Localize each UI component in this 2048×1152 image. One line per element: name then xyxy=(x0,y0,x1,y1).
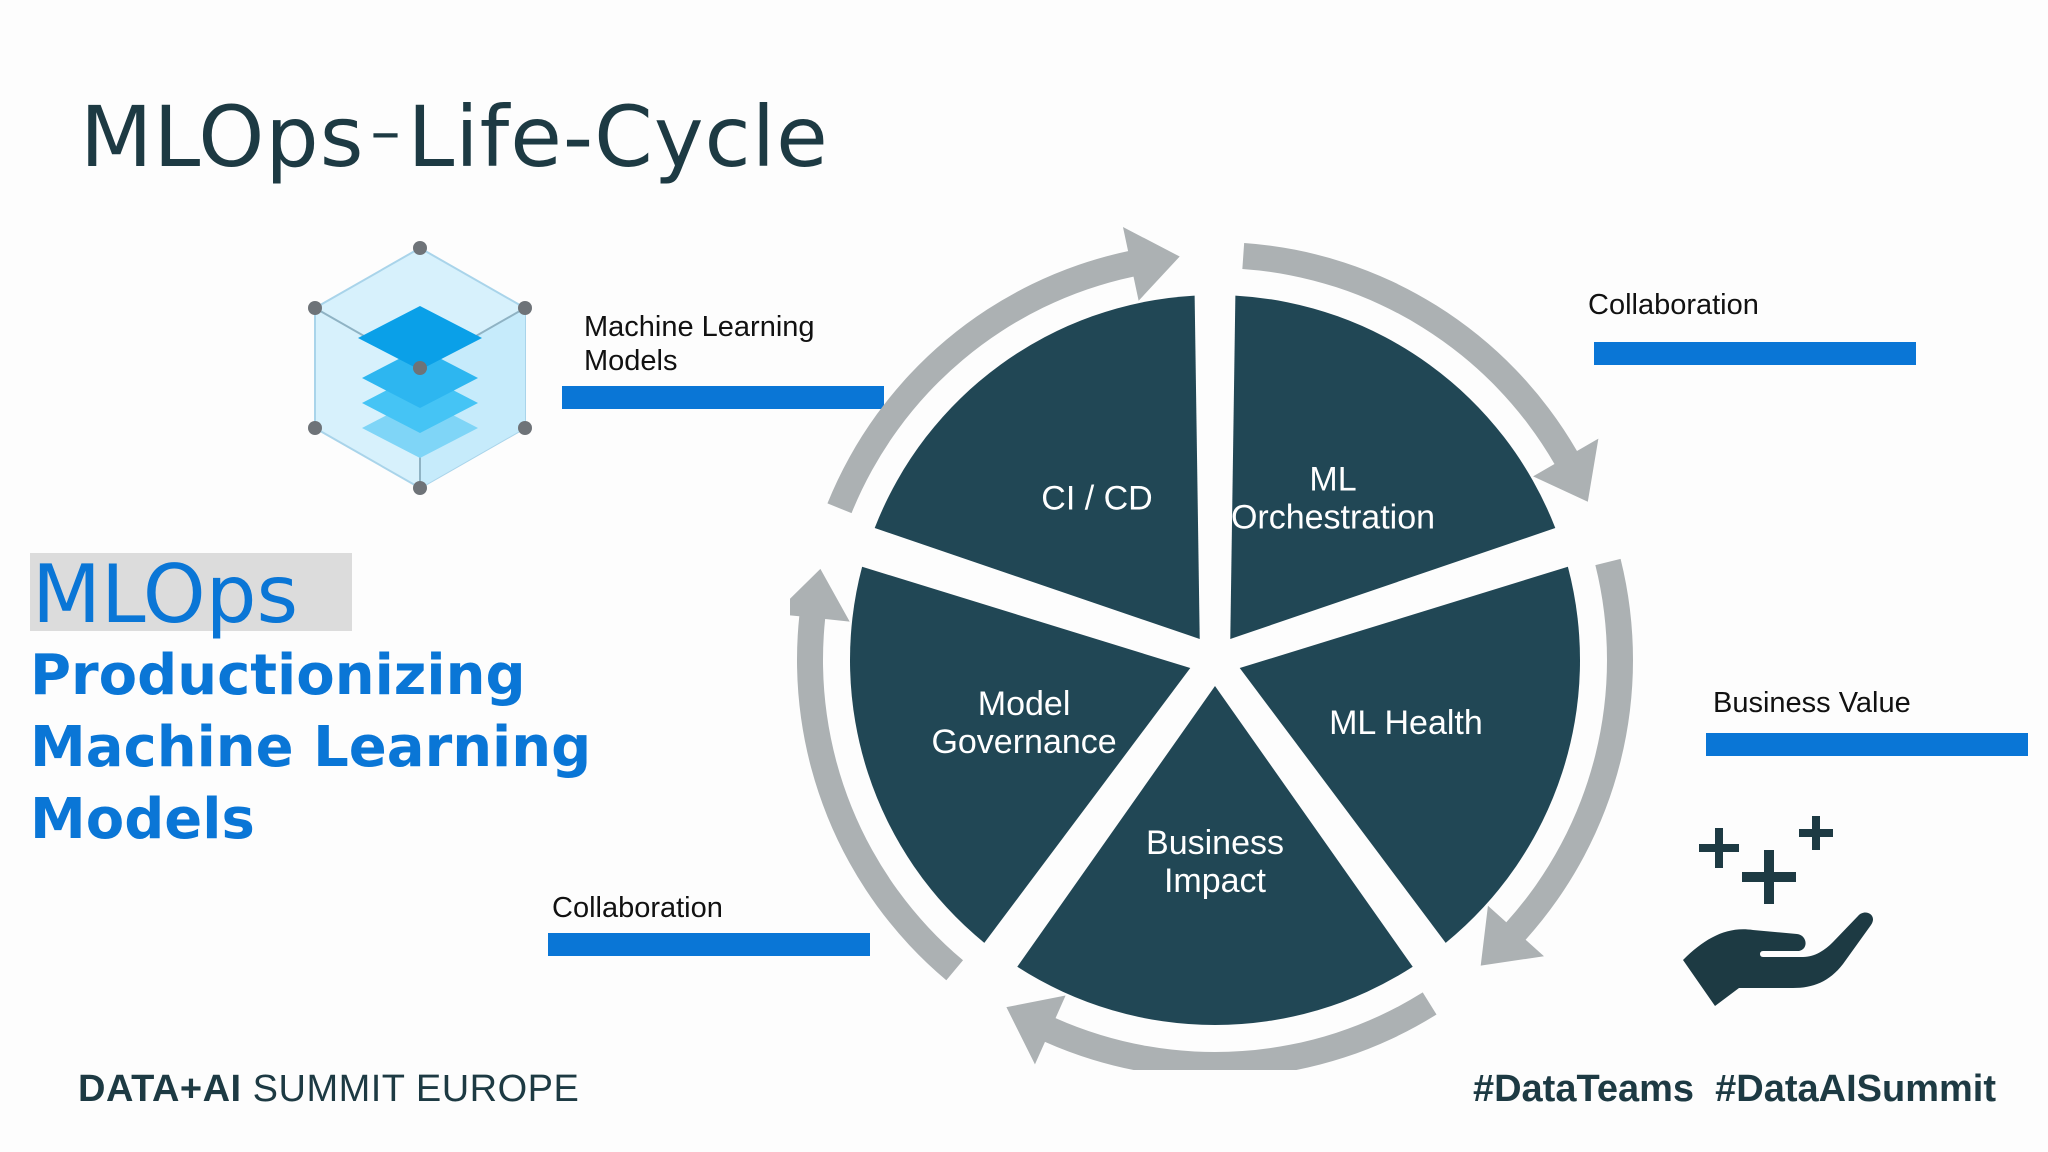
cycle-segment-label: ML xyxy=(1309,461,1356,499)
cycle-arrow xyxy=(827,226,1180,514)
cycle-segment-label: CI / CD xyxy=(1041,480,1152,518)
callout-ml-models: Machine Learning Models xyxy=(584,311,815,377)
footer-brand: DATA+AI SUMMIT EUROPE xyxy=(78,1068,580,1110)
slide-title: MLOps–Life-Cycle xyxy=(80,88,829,186)
callout-collaboration-top: Collaboration xyxy=(1588,289,1759,321)
cycle-arrow xyxy=(1242,243,1599,502)
cycle-arrow xyxy=(790,568,964,981)
cycle-segment xyxy=(874,295,1200,639)
cycle-segment-label: ML Health xyxy=(1329,704,1483,742)
callout-business-value: Business Value xyxy=(1713,687,1911,719)
footer-hashtags: #DataTeams #DataAISummit xyxy=(1472,1068,1996,1110)
cycle-segment-label: Impact xyxy=(1164,862,1267,900)
callout-bar-collaboration-top xyxy=(1594,342,1916,365)
mlops-heading: MLOps xyxy=(30,553,352,637)
cycle-segment-label: Model xyxy=(978,685,1071,723)
callout-bar-business-value xyxy=(1706,733,2028,756)
callout-collaboration-bottom: Collaboration xyxy=(552,892,723,924)
cycle-arrow xyxy=(1006,992,1437,1070)
callout-bar-ml-models xyxy=(562,386,884,409)
hand-plus-icon xyxy=(1683,816,1874,1006)
cycle-arrow xyxy=(1480,558,1633,966)
callout-bar-collaboration-bottom xyxy=(548,933,870,956)
cycle-segment-label: Business xyxy=(1146,824,1284,862)
cycle-segment xyxy=(1017,686,1413,1025)
cycle-segment xyxy=(1239,566,1580,943)
mlops-subtitle: Productionizing Machine Learning Models xyxy=(30,643,592,852)
layered-cube-icon xyxy=(308,241,532,495)
cycle-segment-label: Governance xyxy=(931,723,1116,761)
cycle-segment-label: Orchestration xyxy=(1231,499,1435,537)
cycle-segment xyxy=(850,566,1191,943)
cycle-segment xyxy=(1230,295,1556,639)
